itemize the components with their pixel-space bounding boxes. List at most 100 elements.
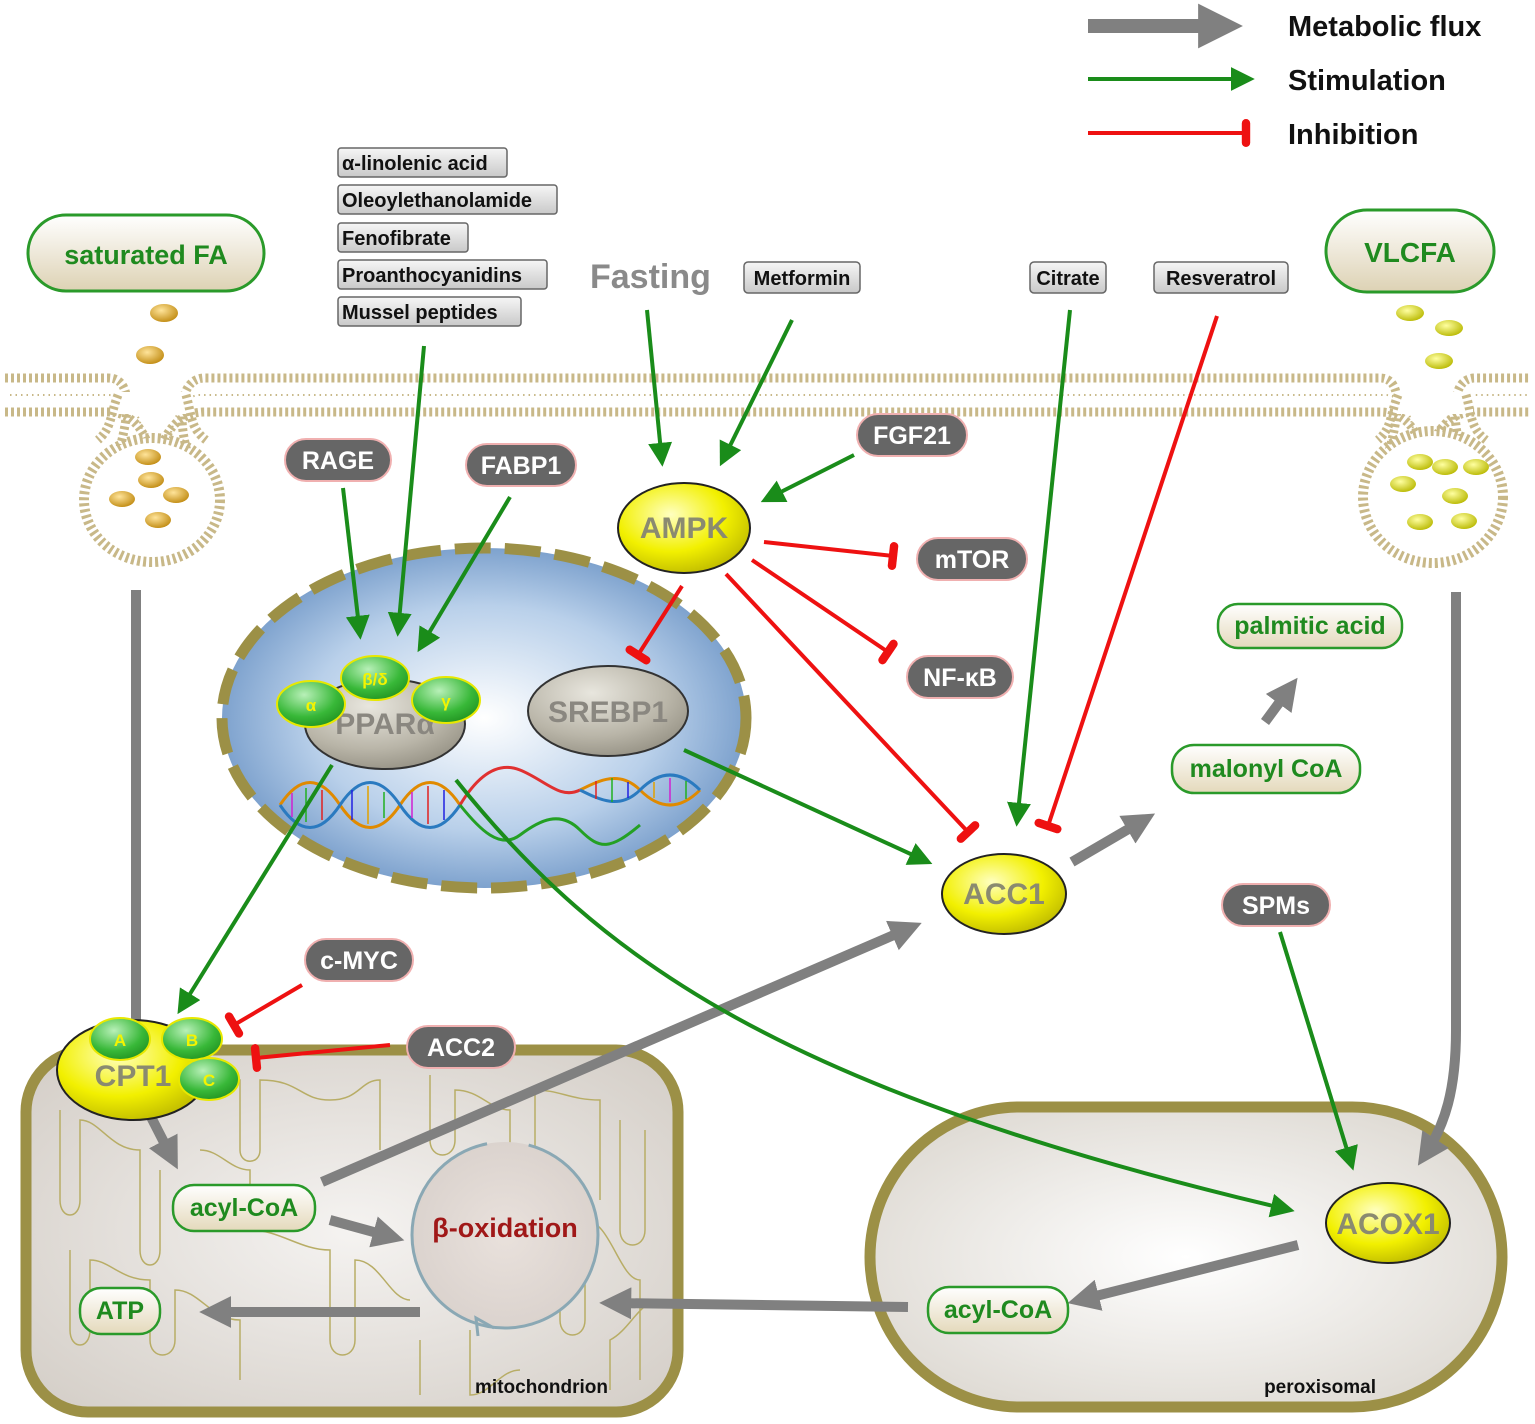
inh-ampk-to-mtor xyxy=(763,540,899,570)
beta-oxidation-cycle xyxy=(410,1140,600,1330)
dna-helix xyxy=(278,765,702,846)
stim-fasting-to-ampk xyxy=(645,309,673,467)
substrate-vlcfa: VLCFA xyxy=(1324,208,1496,294)
regulator-nfkb: NF-κB xyxy=(906,655,1014,699)
metabolite-malonyl-coa: malonyl CoA xyxy=(1170,743,1362,795)
inh-ampk-to-srebp1 xyxy=(625,584,684,665)
regulator-acc2-label: ACC2 xyxy=(427,1034,495,1062)
regulator-fgf21-label: FGF21 xyxy=(873,422,951,450)
stim-metformin-to-ampk xyxy=(719,319,794,467)
node-ampk-label: AMPK xyxy=(640,512,729,545)
beta-oxidation-label: β-oxidation xyxy=(432,1213,577,1243)
flux-acc1-to-malonyl-coa xyxy=(1069,813,1156,867)
stim-rage-to-ppar xyxy=(341,487,370,640)
metabolite-atp-label: ATP xyxy=(96,1297,144,1325)
saturated-fa-droplets xyxy=(109,304,189,528)
legend-flux-label: Metabolic flux xyxy=(1288,11,1481,43)
legend-inhibition-label: Inhibition xyxy=(1288,119,1418,151)
substrate-vlcfa-label: VLCFA xyxy=(1364,237,1456,268)
stimulation-arrows xyxy=(177,309,1358,1218)
regulator-spms-label: SPMs xyxy=(1242,892,1310,920)
node-ampk: AMPK xyxy=(617,482,751,574)
legend-stimulation-label: Stimulation xyxy=(1288,65,1446,97)
node-acc1-label: ACC1 xyxy=(963,878,1045,911)
cpt1-c-label: C xyxy=(203,1071,215,1090)
ligand-label: Oleoylethanolamide xyxy=(342,190,532,212)
node-cpt1-label: CPT1 xyxy=(95,1060,172,1093)
mitochondrion-label: mitochondrion xyxy=(475,1377,608,1398)
inh-acc2-to-cpt1 xyxy=(250,1043,391,1072)
metabolite-acyl-coa-mitochondrion: acyl-CoA xyxy=(171,1183,317,1233)
regulator-resveratrol: Resveratrol xyxy=(1153,261,1289,294)
regulator-acc2: ACC2 xyxy=(406,1025,516,1069)
flux-acyl-coa-to-beta-oxidation xyxy=(328,1215,405,1248)
regulator-fgf21: FGF21 xyxy=(856,413,968,457)
substrate-saturated-fa-label: saturated FA xyxy=(64,240,228,270)
stim-ppar-to-acox1 xyxy=(454,778,1295,1218)
node-srebp1: SREBP1 xyxy=(527,665,689,757)
stim-fgf21-to-ampk xyxy=(760,453,855,503)
inh-ampk-to-nfkb xyxy=(750,558,898,665)
ligand-label: Proanthocyanidins xyxy=(342,265,522,287)
ppar-alpha-label: α xyxy=(306,696,317,715)
node-acox1: ACOX1 xyxy=(1325,1182,1451,1264)
ppar-ligands: α-linolenic acid Oleoylethanolamide Feno… xyxy=(337,147,558,327)
inh-ampk-to-acc1 xyxy=(724,572,980,843)
ligand-label: Mussel peptides xyxy=(342,302,498,324)
flux-malonyl-coa-to-palmitic-acid xyxy=(1260,677,1298,725)
node-srebp1-label: SREBP1 xyxy=(548,696,668,729)
flux-arrows xyxy=(131,590,1461,1329)
vlcfa-droplets xyxy=(1390,305,1489,530)
regulator-mtor-label: mTOR xyxy=(935,546,1010,574)
inhibition-arrows xyxy=(224,315,1219,1072)
flux-vlcfa-to-acox1 xyxy=(1417,592,1461,1166)
regulator-cmyc: c-MYC xyxy=(304,938,414,982)
regulator-fasting: Fasting xyxy=(590,258,711,296)
peroxisome-label: peroxisomal xyxy=(1264,1377,1376,1398)
node-acc1: ACC1 xyxy=(941,853,1067,935)
stim-ligands-to-ppar xyxy=(387,345,426,637)
regulator-mtor: mTOR xyxy=(916,537,1028,581)
metabolite-acyl-coa-label: acyl-CoA xyxy=(190,1194,298,1222)
cell-membrane xyxy=(5,373,1530,568)
regulator-citrate-label: Citrate xyxy=(1036,268,1099,290)
stim-srebp1-to-acc1 xyxy=(683,748,933,865)
regulator-metformin-label: Metformin xyxy=(754,268,851,290)
ppar-gamma-label: γ xyxy=(441,692,451,711)
endocytic-vesicle-right xyxy=(1358,426,1508,568)
endocytic-vesicle-left xyxy=(79,433,225,567)
regulator-spms: SPMs xyxy=(1221,883,1331,927)
inh-cmyc-to-cpt1 xyxy=(224,983,304,1038)
flux-acox1-to-acyl-coa xyxy=(1067,1240,1300,1311)
metabolite-palmitic-acid-label: palmitic acid xyxy=(1234,612,1385,640)
metabolite-atp: ATP xyxy=(78,1286,162,1336)
metabolite-palmitic-acid: palmitic acid xyxy=(1216,602,1404,650)
metabolite-acyl-coa-label: acyl-CoA xyxy=(944,1296,1052,1324)
stim-citrate-to-acc1 xyxy=(1007,309,1072,827)
cpt1-b-label: B xyxy=(186,1031,198,1050)
regulator-fabp1: FABP1 xyxy=(465,443,577,487)
regulator-metformin: Metformin xyxy=(743,261,861,294)
regulator-citrate: Citrate xyxy=(1029,261,1107,294)
stim-ppar-to-cpt1 xyxy=(177,763,334,1015)
ligand-label: α-linolenic acid xyxy=(342,153,488,175)
ligand-label: Fenofibrate xyxy=(342,228,451,250)
flux-acyl-coa-to-acc1 xyxy=(320,920,922,1187)
inh-resveratrol-to-acc1 xyxy=(1034,315,1219,834)
stim-spms-to-acox1 xyxy=(1278,931,1358,1171)
node-acox1-label: ACOX1 xyxy=(1336,1208,1439,1241)
substrate-saturated-fa: saturated FA xyxy=(26,213,266,293)
stim-fabp1-to-ppar xyxy=(417,495,512,653)
flux-cpt1-to-acyl-coa xyxy=(145,1112,178,1170)
metabolite-acyl-coa-peroxisome: acyl-CoA xyxy=(926,1285,1070,1335)
node-cpt1: CPT1 A B C xyxy=(56,1017,240,1121)
metabolite-malonyl-coa-label: malonyl CoA xyxy=(1190,755,1343,783)
regulator-resveratrol-label: Resveratrol xyxy=(1166,268,1276,290)
flux-acyl-coa-to-mitochondrion xyxy=(599,1287,909,1320)
legend: Metabolic flux Stimulation Inhibition xyxy=(1088,3,1481,151)
regulator-rage-label: RAGE xyxy=(302,447,374,475)
cpt1-a-label: A xyxy=(114,1031,126,1050)
ppar-beta-label: β/δ xyxy=(362,670,387,689)
regulator-nfkb-label: NF-κB xyxy=(923,664,997,692)
